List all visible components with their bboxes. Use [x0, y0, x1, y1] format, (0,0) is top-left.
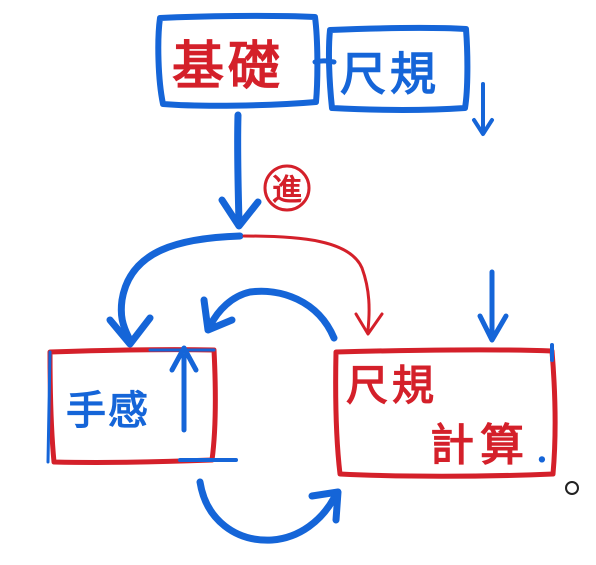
annotation-circle	[263, 164, 311, 212]
kiso-node: 基礎	[155, 12, 321, 109]
cursor-ring-icon	[565, 481, 579, 495]
shakki-calc-box	[333, 347, 558, 479]
down-arrow-top-right	[472, 82, 494, 136]
circled-annotation: 進	[263, 164, 311, 212]
shakki-calc-dot: .	[536, 431, 548, 471]
shakki-calc-line2: 計算	[430, 420, 530, 471]
loop-arrow-lower	[196, 478, 342, 544]
shakki-calc-node: 尺規 計算 .	[333, 343, 558, 479]
branch-right-curve	[242, 234, 371, 332]
kiso-label: 基礎	[172, 36, 284, 97]
shakki-top-box	[325, 24, 471, 113]
annotation-label: 進	[272, 173, 302, 208]
top-connector-stroke	[312, 58, 337, 65]
shakki-calc-line1: 尺規	[346, 361, 438, 410]
shakki-top-label: 尺規	[340, 47, 440, 101]
tezawari-node: 手感	[46, 345, 238, 465]
kiso-box	[155, 12, 321, 109]
split-branch	[106, 232, 384, 348]
branch-left-curve	[117, 232, 244, 344]
down-arrow-from-kiso	[218, 111, 262, 230]
down-arrow-into-calc	[477, 269, 509, 343]
tezawari-label: 手感	[66, 387, 150, 434]
shakki-top-node: 尺規	[325, 24, 471, 113]
loop-arrow-upper	[200, 287, 338, 342]
